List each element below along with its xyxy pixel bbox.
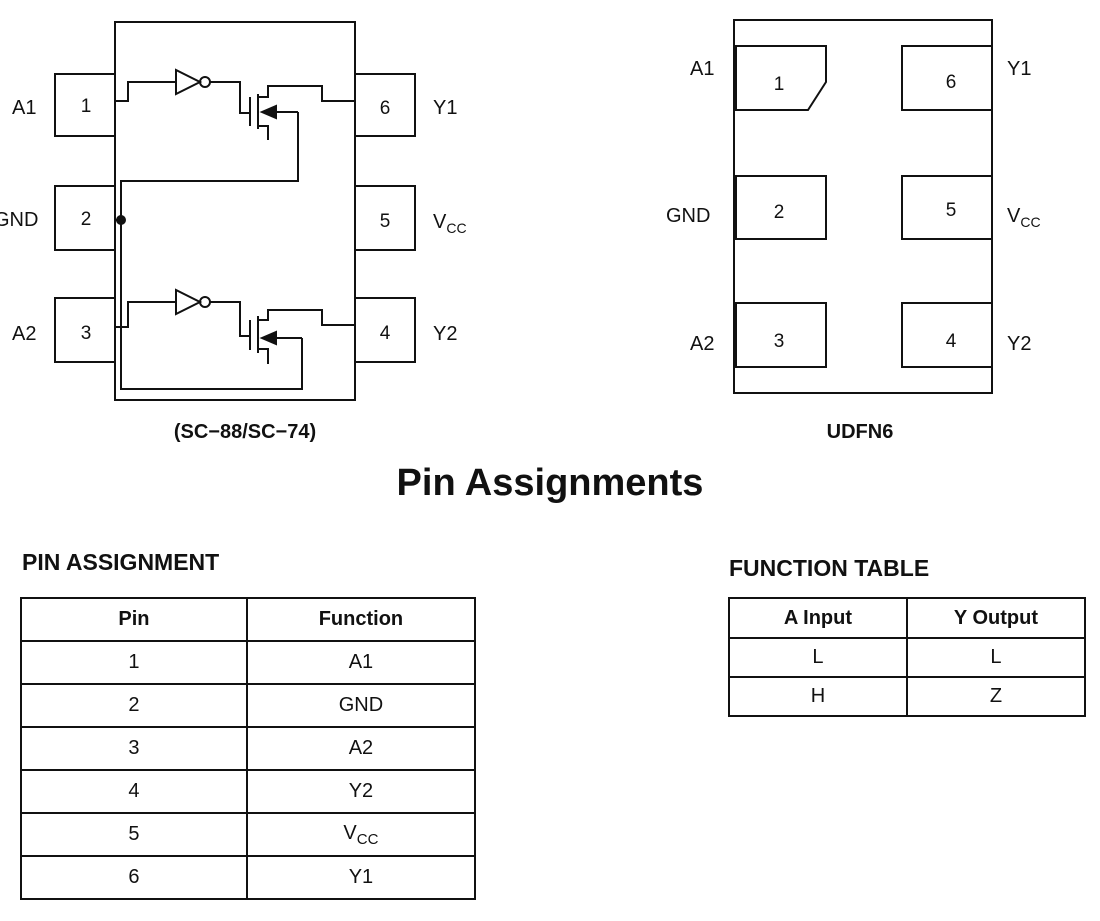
svg-text:1: 1	[774, 74, 785, 95]
table-row: 1 A1	[20, 640, 477, 685]
svg-text:A1: A1	[12, 97, 36, 119]
function-cell: Y1	[245, 855, 477, 900]
svg-text:VCC: VCC	[1007, 205, 1041, 230]
sc88-pin-4: 4 Y2	[354, 297, 457, 363]
svg-text:5: 5	[946, 200, 957, 221]
svg-text:6: 6	[380, 98, 391, 119]
inverter-1-icon	[175, 68, 203, 96]
svg-text:GND: GND	[666, 205, 710, 227]
svg-text:3: 3	[774, 331, 785, 352]
table-row: H Z	[728, 676, 1087, 717]
function-table-title: FUNCTION TABLE	[729, 555, 930, 581]
svg-text:GND: GND	[0, 209, 38, 231]
svg-text:Y2: Y2	[1007, 333, 1031, 355]
svg-text:Y2: Y2	[433, 323, 457, 345]
sc88-pin-2: 2 GND	[0, 185, 116, 251]
function-table: A Input Y Output L L H Z	[728, 597, 1087, 717]
y-output-cell: Z	[905, 676, 1087, 717]
pin-cell: 5	[20, 812, 248, 857]
sc88-pin-5: 5 VCC	[354, 185, 467, 251]
y-output-cell: L	[905, 637, 1087, 678]
table-row: L L	[728, 637, 1087, 678]
table-row: 2 GND	[20, 683, 477, 728]
svg-text:5: 5	[380, 211, 391, 232]
function-cell: Y2	[245, 769, 477, 814]
svg-text:A1: A1	[690, 58, 714, 80]
svg-text:6: 6	[946, 72, 957, 93]
a-input-cell: H	[728, 676, 908, 717]
svg-text:A2: A2	[12, 323, 36, 345]
udfn-pin-4: 4 Y2	[901, 302, 1031, 368]
table-row: 4 Y2	[20, 769, 477, 814]
column-header: Y Output	[905, 597, 1087, 639]
udfn-pin-2: 2 GND	[666, 175, 827, 240]
a-input-cell: L	[728, 637, 908, 678]
svg-text:3: 3	[81, 323, 92, 344]
table-row: 5 VCC	[20, 812, 477, 857]
svg-text:2: 2	[774, 202, 785, 223]
sc88-body	[114, 21, 356, 401]
package-diagrams: 1 A1 2 GND 3 A2 6 Y1 5 VCC 4 Y2	[0, 19, 1041, 443]
svg-text:4: 4	[380, 323, 391, 344]
table-row: 3 A2	[20, 726, 477, 771]
function-cell: GND	[245, 683, 477, 728]
inverter-2-icon	[175, 288, 203, 316]
svg-text:4: 4	[946, 331, 957, 352]
pin-cell: 1	[20, 640, 248, 685]
sc88-pin-6: 6 Y1	[354, 73, 457, 137]
table-header-row: Pin Function	[20, 597, 477, 642]
sc88-pin-1: 1 A1	[12, 73, 116, 137]
pin-assignment-table: Pin Function 1 A1 2 GND 3 A2 4 Y2 5 VCC …	[20, 597, 477, 900]
pin-assignment-title: PIN ASSIGNMENT	[22, 549, 220, 575]
pin-cell: 3	[20, 726, 248, 771]
column-header: A Input	[728, 597, 908, 639]
udfn-pin-6: 6 Y1	[901, 45, 1031, 111]
table-row: 6 Y1	[20, 855, 477, 900]
function-cell: A1	[245, 640, 477, 685]
function-cell: A2	[245, 726, 477, 771]
svg-text:VCC: VCC	[433, 211, 467, 236]
svg-text:A2: A2	[690, 333, 714, 355]
pin-cell: 6	[20, 855, 248, 900]
sc88-caption: (SC−88/SC−74)	[174, 421, 316, 443]
pin-cell: 4	[20, 769, 248, 814]
udfn-pin-5: 5 VCC	[901, 175, 1041, 240]
column-header: Function	[245, 597, 477, 642]
sc88-pin-3: 3 A2	[12, 297, 116, 363]
column-header: Pin	[20, 597, 248, 642]
lower-buffer-circuit	[115, 288, 355, 364]
pin-cell: 2	[20, 683, 248, 728]
table-header-row: A Input Y Output	[728, 597, 1087, 639]
svg-text:2: 2	[81, 209, 92, 230]
udfn-pin-3: 3 A2	[690, 302, 827, 368]
udfn-pin-1: 1 A1	[690, 45, 827, 111]
svg-text:Y1: Y1	[1007, 58, 1031, 80]
upper-buffer-circuit	[115, 68, 355, 220]
svg-text:Y1: Y1	[433, 97, 457, 119]
function-cell: VCC	[245, 812, 477, 857]
svg-text:1: 1	[81, 96, 92, 117]
page-title: Pin Assignments	[396, 462, 704, 504]
udfn-caption: UDFN6	[827, 421, 894, 443]
